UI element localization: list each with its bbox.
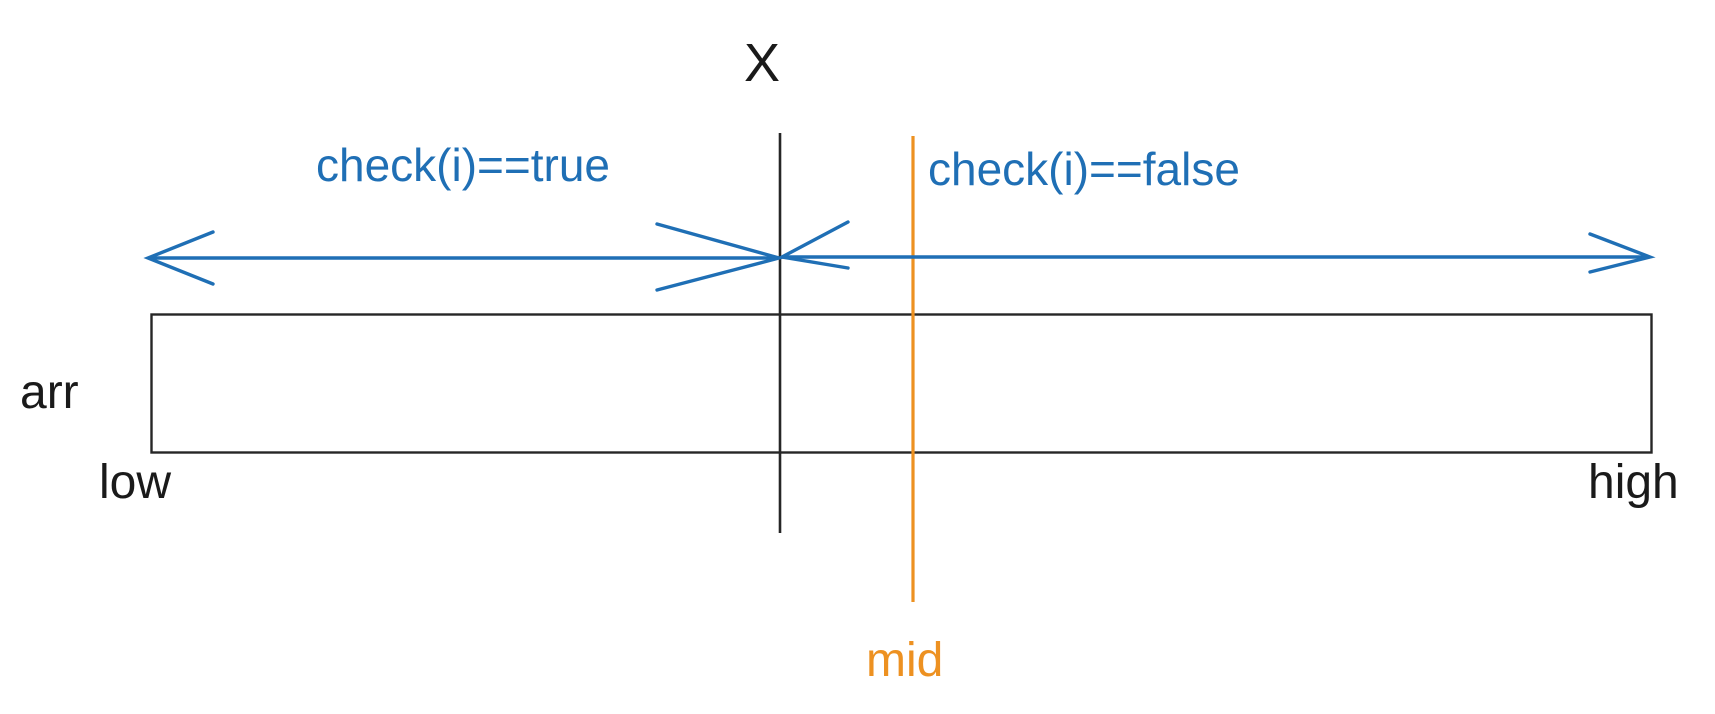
right-arrowhead-icon bbox=[1588, 232, 1656, 274]
boundary-label-x: X bbox=[744, 33, 781, 93]
left-arrowhead-icon bbox=[143, 230, 215, 286]
right-region-label: check(i)==false bbox=[928, 143, 1240, 195]
array-box bbox=[150, 313, 1653, 454]
right-region-left-arrowhead-v-icon bbox=[776, 220, 850, 270]
high-bound-label: high bbox=[1588, 456, 1679, 509]
array-label: arr bbox=[20, 366, 79, 419]
mid-label: mid bbox=[866, 634, 944, 687]
left-region-label: check(i)==true bbox=[316, 139, 611, 191]
low-bound-label: low bbox=[99, 456, 172, 509]
